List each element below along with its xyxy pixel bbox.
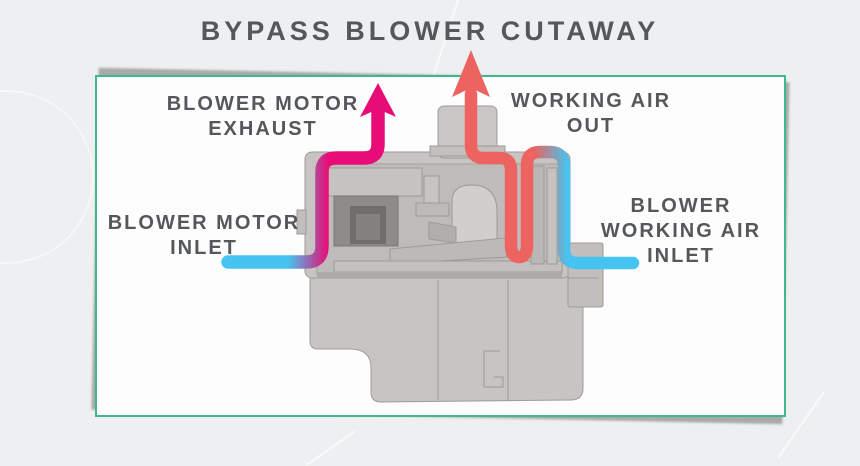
label-line: OUT bbox=[566, 115, 616, 137]
interior-upper-band bbox=[321, 167, 423, 197]
machine-body bbox=[296, 105, 604, 403]
label-line: EXHAUST bbox=[208, 118, 318, 140]
fan-plate bbox=[389, 237, 508, 265]
label-line: BLOWER MOTOR bbox=[107, 212, 301, 234]
label-line: INLET bbox=[647, 245, 715, 267]
interior-bottom-band bbox=[317, 272, 562, 278]
page-title: BYPASS BLOWER CUTAWAY bbox=[200, 16, 660, 46]
label-line: INLET bbox=[170, 237, 238, 259]
working-air-flow-line bbox=[464, 87, 640, 270]
blower-cutaway-illustration bbox=[221, 50, 640, 403]
blower-motor-exhaust-arrowhead bbox=[360, 83, 396, 117]
label-line: WORKING AIR bbox=[600, 220, 762, 242]
infographic-canvas: BYPASS BLOWER CUTAWAY bbox=[0, 0, 825, 466]
working-air-out-arrowhead bbox=[452, 50, 490, 97]
label-line: BLOWER MOTOR bbox=[166, 93, 360, 115]
motor-end-bell bbox=[451, 184, 498, 249]
bottom-bracket bbox=[483, 350, 504, 388]
label-line: BLOWER bbox=[630, 195, 732, 217]
machine-left-tab bbox=[296, 209, 307, 235]
right-channel-wall-outer bbox=[546, 167, 558, 265]
label-blower-motor-exhaust: BLOWER MOTOR EXHAUST bbox=[138, 92, 388, 142]
label-working-air-out: WORKING AIR OUT bbox=[468, 89, 714, 139]
baffle-board bbox=[333, 260, 563, 273]
label-blower-motor-inlet: BLOWER MOTOR INLET bbox=[80, 211, 328, 261]
motor-core-inner bbox=[356, 214, 380, 240]
blower-motor-flow-line bbox=[221, 105, 385, 269]
shaft-hub bbox=[415, 202, 450, 217]
machine-lower-housing bbox=[309, 275, 584, 403]
label-line: WORKING AIR bbox=[510, 90, 672, 112]
label-blower-working-air-inlet: BLOWER WORKING AIR INLET bbox=[556, 194, 806, 269]
